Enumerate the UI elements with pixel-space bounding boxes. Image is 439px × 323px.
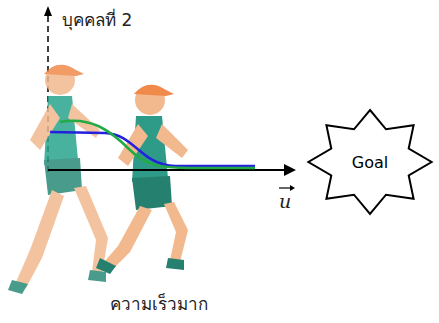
blue-curve: [50, 132, 255, 166]
vector-symbol: u: [279, 190, 291, 212]
axis-arrowhead: [284, 164, 296, 176]
speed-label: ความเร็วมาก: [110, 290, 208, 317]
runner-figure: [96, 85, 188, 274]
person-label: บุคคลที่ 2: [62, 6, 132, 33]
horizontal-axis: [48, 169, 285, 171]
green-curve: [60, 121, 255, 168]
goal-star: Goal: [306, 108, 434, 216]
runner-figure: [8, 65, 108, 294]
axis-arrowhead: [44, 6, 52, 16]
goal-text: Goal: [352, 153, 388, 172]
